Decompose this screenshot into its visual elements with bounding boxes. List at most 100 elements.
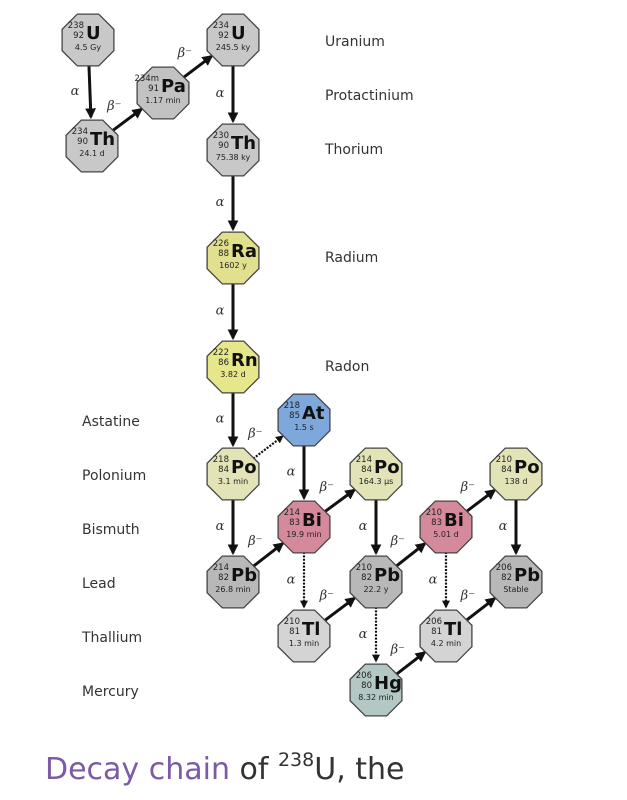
decay-mode-label: α <box>359 519 368 534</box>
element-symbol: Rn <box>231 350 258 371</box>
decay-mode-label: β⁻ <box>390 534 405 549</box>
caption-link[interactable]: Decay chain <box>45 752 230 787</box>
half-life: 8.32 min <box>358 693 393 702</box>
decay-mode-label: β⁻ <box>319 589 334 604</box>
atomic-number: 92 <box>218 31 229 41</box>
decay-arrow-pb214-to-bi214: β⁻ <box>247 534 285 570</box>
nuclide-octagon <box>206 447 260 501</box>
element-symbol: U <box>231 23 246 44</box>
element-label-thorium: Thorium <box>324 142 383 158</box>
nuclide-octagon <box>206 123 260 177</box>
nuclide-octagon <box>61 13 115 67</box>
decay-mode-label: α <box>216 412 225 427</box>
decay-mode-label: α <box>287 465 296 480</box>
decay-arrow-hg206-to-tl206: β⁻ <box>390 643 427 678</box>
nuclide-octagon <box>489 555 543 609</box>
element-label-radium: Radium <box>325 250 378 266</box>
element-symbol: Pb <box>514 565 540 586</box>
decay-arrow-pb210-to-hg206: α <box>359 607 380 663</box>
nuclide-octagon <box>206 13 260 67</box>
decay-mode-label: β⁻ <box>247 534 262 549</box>
atomic-number: 83 <box>289 518 300 528</box>
nuclide-octagon <box>206 555 260 609</box>
element-symbol: U <box>86 23 101 44</box>
element-symbol: Tl <box>444 619 462 640</box>
mass-number: 214 <box>356 455 372 465</box>
decay-arrow-pb210-to-bi210: β⁻ <box>390 534 427 570</box>
nuclide-octagon <box>277 609 331 663</box>
atomic-number: 84 <box>361 465 372 475</box>
element-label-mercury: Mercury <box>82 684 139 700</box>
decay-mode-label: β⁻ <box>319 480 334 495</box>
mass-number: 214 <box>284 508 300 518</box>
atomic-number: 80 <box>361 681 372 691</box>
element-label-polonium: Polonium <box>82 468 146 484</box>
nuclide-octagon <box>65 119 119 173</box>
element-label-protactinium: Protactinium <box>325 88 414 104</box>
atomic-number: 82 <box>361 573 372 583</box>
decay-arrow-at218-to-bi214: α <box>287 445 310 501</box>
decay-arrow-ra226-to-rn222: α <box>216 283 239 341</box>
element-symbol: Bi <box>302 510 322 531</box>
nuclide-octagon <box>277 500 331 554</box>
element-label-uranium: Uranium <box>325 34 385 50</box>
caption-superscript: 238 <box>277 749 315 771</box>
half-life: 164.3 µs <box>359 477 394 486</box>
mass-number: 206 <box>496 563 512 573</box>
decay-arrow-u234-to-th230: α <box>216 65 239 124</box>
mass-number: 214 <box>213 563 229 573</box>
element-label-bismuth: Bismuth <box>82 522 140 538</box>
nuclide-octagon <box>349 663 403 717</box>
decay-arrow-po214-to-pb210: α <box>359 499 382 556</box>
element-symbol: Th <box>231 133 256 154</box>
decay-arrow-u238-to-th234: α <box>71 64 96 120</box>
decay-arrow-bi214-to-po214: β⁻ <box>319 480 356 516</box>
nuclide-octagon <box>349 447 403 501</box>
decay-arrow-rn222-to-po218: α <box>216 392 239 448</box>
atomic-number: 90 <box>218 141 229 151</box>
element-symbol: Tl <box>302 619 320 640</box>
decay-mode-label: β⁻ <box>460 589 475 604</box>
decay-mode-label: α <box>71 84 80 99</box>
half-life: 138 d <box>505 477 528 486</box>
element-symbol: Po <box>374 457 400 478</box>
mass-number: 230 <box>213 131 229 141</box>
decay-mode-label: α <box>216 304 225 319</box>
mass-number: 206 <box>356 671 372 681</box>
half-life: 4.2 min <box>431 639 461 648</box>
element-symbol: Th <box>90 129 115 150</box>
decay-arrow-bi210-to-po210: β⁻ <box>460 480 497 515</box>
element-label-lead: Lead <box>82 576 116 592</box>
atomic-number: 83 <box>431 518 442 528</box>
element-symbol: At <box>302 403 325 424</box>
half-life: 245.5 ky <box>216 43 251 52</box>
decay-mode-label: α <box>287 573 296 588</box>
atomic-number: 91 <box>148 84 159 94</box>
half-life: Stable <box>503 585 528 594</box>
decay-mode-label: β⁻ <box>106 99 121 114</box>
decay-arrow-bi214-to-tl210: α <box>287 552 308 609</box>
atomic-number: 82 <box>218 573 229 583</box>
decay-arrow-po210-to-pb206: α <box>499 499 522 556</box>
caption-text-before: of <box>229 752 278 787</box>
half-life: 26.8 min <box>215 585 250 594</box>
decay-mode-label: β⁻ <box>177 46 192 61</box>
nuclide-octagon <box>277 393 331 447</box>
decay-arrow-po218-to-at218: β⁻ <box>247 427 284 462</box>
atomic-number: 90 <box>77 137 88 147</box>
half-life: 75.38 ky <box>216 153 251 162</box>
half-life: 5.01 d <box>433 530 458 539</box>
decay-mode-label: β⁻ <box>247 427 262 442</box>
nuclide-octagon <box>489 447 543 501</box>
decay-mode-label: α <box>359 627 368 642</box>
element-symbol: Hg <box>374 673 402 694</box>
nuclide-octagon <box>206 231 260 285</box>
element-symbol: Po <box>514 457 540 478</box>
